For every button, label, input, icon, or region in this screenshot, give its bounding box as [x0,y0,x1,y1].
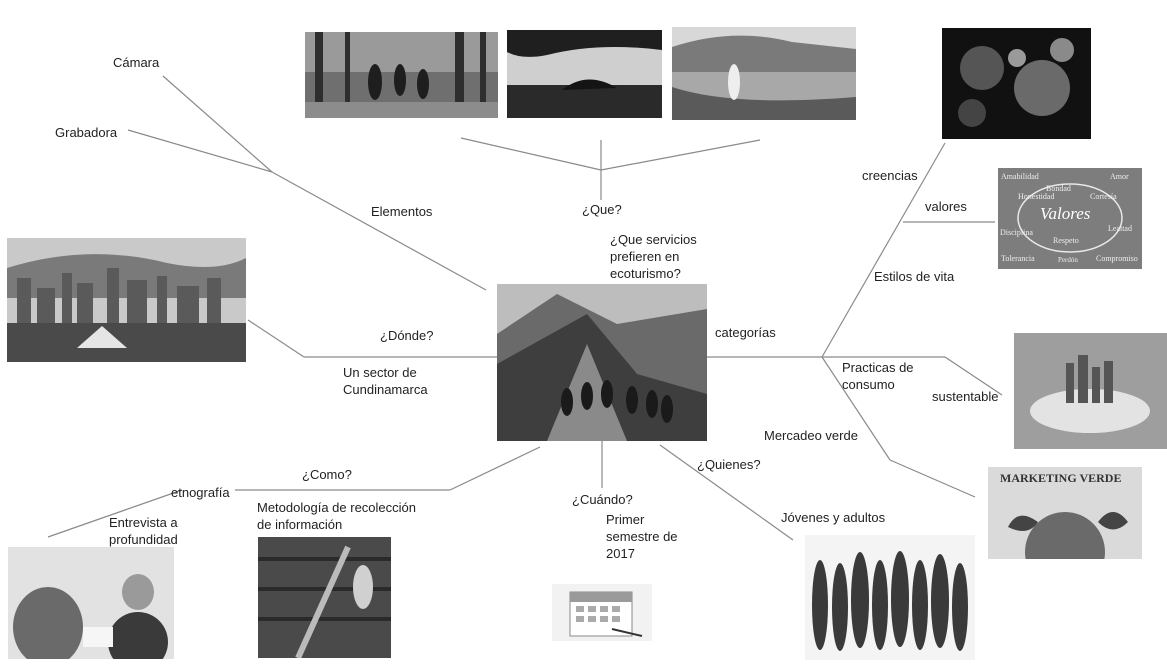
label-que: ¿Que? [582,202,622,217]
hikers-forest-photo [305,32,498,118]
valores-word: Honestidad [1018,192,1055,201]
line-sustentable [944,356,1003,396]
label-etnografia: etnografía [171,485,230,500]
label-quienes: ¿Quienes? [697,457,761,472]
label-metodologia: Metodología de recolección de informació… [257,500,416,532]
label-entrevista: Entrevista a profundidad [109,515,178,547]
marketing-verde-image: MARKETING VERDE [988,467,1142,559]
valores-word: Disciplina [1000,228,1033,237]
young-adults-group-photo [805,535,975,660]
line-camara [162,75,273,173]
valores-word: Bondad [1046,184,1071,193]
valores-word: Tolerancia [1001,254,1035,263]
label-categorias: categorías [715,325,776,340]
line-entrevista [47,489,183,538]
label-elementos: Elementos [371,204,433,219]
valores-wordcloud-image: Valores Amabilidad Amor Cortesía Respeto… [998,168,1142,269]
label-grabadora: Grabadora [55,125,118,140]
valores-word: Amabilidad [1001,172,1039,181]
library-ladder-photo [258,537,391,658]
label-creencias: creencias [862,168,918,183]
line-como [449,446,541,491]
valores-word: Respeto [1053,236,1079,245]
collage-beliefs-photo [942,28,1091,139]
line-estilos [821,142,946,358]
label-sector: Un sector de Cundinamarca [343,365,428,397]
label-primer: Primer semestre de 2017 [606,512,678,561]
city-photo [7,238,246,362]
label-mercadeo: Mercadeo verde [764,428,858,443]
label-valores: valores [925,199,967,214]
label-estilos: Estilos de vita [874,269,955,284]
line-elementos [271,171,487,291]
marketing-verde-title: MARKETING VERDE [1000,471,1122,485]
label-donde: ¿Dónde? [380,328,434,343]
label-como: ¿Como? [302,467,352,482]
valores-word: Lealtad [1108,224,1132,233]
label-practicas: Practicas de consumo [842,360,914,392]
label-servicios: ¿Que servicios prefieren en ecoturismo? [610,232,697,281]
label-cuando: ¿Cuándo? [572,492,633,507]
valores-word: Compromiso [1096,254,1138,263]
calendar-image [552,584,652,641]
coast-woman-photo [672,27,856,120]
label-sustentable: sustentable [932,389,999,404]
label-camara: Cámara [113,55,160,70]
mountain-group-hike-photo [497,284,707,441]
line-mercadeo-2 [889,459,976,498]
line-quienes [659,444,794,541]
line-que-left [460,137,602,171]
line-grabadora [127,129,273,173]
green-city-hand-photo [1014,333,1167,449]
label-jovenes: Jóvenes y adultos [781,510,886,525]
line-que-right [600,139,761,171]
valores-word: Cortesía [1090,192,1117,201]
line-mercadeo [821,356,891,461]
line-donde-diag [247,319,305,358]
valores-word: Perdón [1058,256,1078,264]
cliff-lake-photo [507,30,662,118]
valores-word: Amor [1110,172,1129,181]
interview-photo [8,547,174,659]
valores-title: Valores [1040,204,1091,223]
